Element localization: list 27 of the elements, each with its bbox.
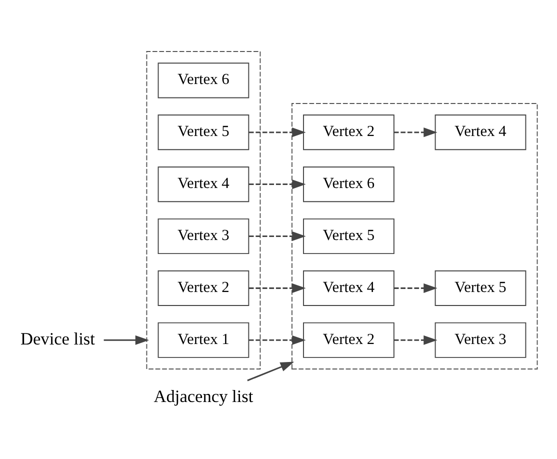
arrow	[104, 335, 150, 345]
node-box: Vertex 3	[158, 218, 250, 254]
arrow	[249, 180, 306, 190]
arrow	[249, 128, 306, 138]
node-box: Vertex 1	[158, 322, 250, 358]
arrow	[249, 231, 306, 242]
arrow	[394, 283, 438, 293]
arrow	[249, 283, 306, 293]
node-box: Vertex 4	[303, 270, 394, 306]
node-text: Device list	[20, 329, 95, 348]
cluster	[146, 51, 261, 370]
node-box: Vertex 5	[158, 114, 250, 150]
node-box: Vertex 4	[158, 166, 250, 202]
arrow	[394, 335, 438, 345]
node-box: Vertex 4	[434, 114, 526, 150]
arrow	[249, 335, 306, 345]
node-box: Vertex 5	[434, 270, 526, 306]
node-box: Vertex 2	[158, 270, 250, 306]
node-box: Vertex 2	[303, 114, 394, 150]
arrow	[394, 128, 438, 138]
node-text: Adjacency list	[154, 387, 254, 406]
node-box: Vertex 6	[158, 62, 250, 98]
arrow	[247, 362, 294, 382]
node-box: Vertex 3	[434, 322, 526, 358]
node-box: Vertex 5	[303, 218, 394, 254]
node-box: Vertex 6	[303, 166, 394, 202]
node-box: Vertex 2	[303, 322, 394, 358]
